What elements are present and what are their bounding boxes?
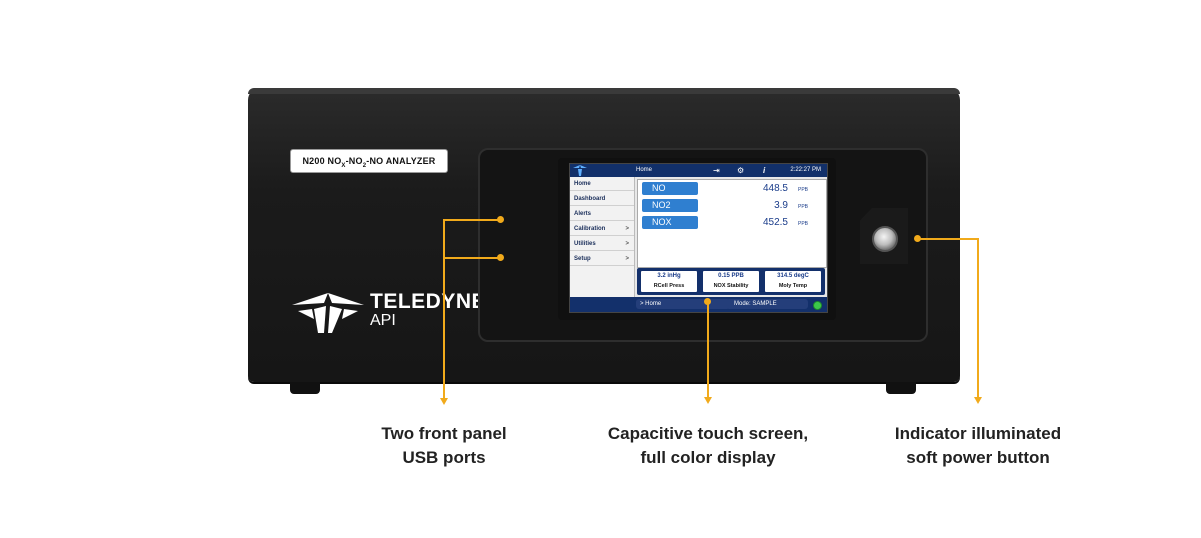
info-icon[interactable]: i bbox=[763, 166, 766, 175]
callout-line bbox=[977, 238, 979, 398]
callout-arrow bbox=[974, 397, 982, 404]
callout-line bbox=[917, 238, 979, 240]
gear-icon[interactable]: ⚙ bbox=[737, 166, 745, 175]
caption-line: Two front panel bbox=[381, 424, 507, 443]
screen-bottom-bar: > Home Mode: SAMPLE bbox=[570, 297, 827, 312]
caption-touch-screen: Capacitive touch screen, full color disp… bbox=[578, 422, 838, 470]
measurement-row-no: NO 448.5 PPB bbox=[642, 182, 822, 195]
teledyne-logo-icon bbox=[292, 293, 364, 333]
menu-item-home[interactable]: Home bbox=[570, 177, 634, 191]
menu-item-setup[interactable]: Setup> bbox=[570, 252, 634, 266]
caption-line: Indicator illuminated bbox=[894, 424, 1062, 443]
chassis-top-edge bbox=[248, 88, 960, 94]
measurement-button-no[interactable]: NO bbox=[642, 182, 698, 195]
callout-line bbox=[443, 257, 500, 259]
brand-sub: API bbox=[370, 312, 396, 329]
callout-line bbox=[443, 219, 445, 399]
callout-line bbox=[443, 219, 500, 221]
measurement-value: 452.5 bbox=[762, 217, 788, 228]
measurement-value: 448.5 bbox=[762, 183, 788, 194]
logout-icon[interactable]: ⇥ bbox=[713, 166, 720, 175]
caption-line: Capacitive touch screen, bbox=[607, 424, 809, 443]
measurement-panel: NO 448.5 PPB NO2 3.9 PPB NOX 452.5 PPB bbox=[637, 179, 827, 268]
callout-dot bbox=[497, 254, 504, 261]
status-led-icon bbox=[813, 301, 822, 310]
chevron-right-icon: > bbox=[625, 256, 629, 262]
caption-line: USB ports bbox=[402, 448, 486, 467]
callout-line bbox=[707, 301, 709, 398]
brand-name: TELEDYNE bbox=[370, 290, 487, 313]
tile-value: 314.5 degC bbox=[777, 273, 809, 279]
tile-value: 3.2 inHg bbox=[657, 273, 681, 279]
dashboard-tiles: 3.2 inHg RCell Press 0.15 PPB NOX Stabil… bbox=[637, 268, 825, 295]
menu-item-calibration[interactable]: Calibration> bbox=[570, 222, 634, 236]
menu-item-utilities[interactable]: Utilities> bbox=[570, 237, 634, 251]
tile-label: RCell Press bbox=[653, 283, 685, 289]
measurement-row-nox: NOX 452.5 PPB bbox=[642, 216, 822, 229]
chevron-right-icon: > bbox=[625, 241, 629, 247]
teledyne-logo-icon bbox=[573, 165, 587, 176]
tile-label: Moly Temp bbox=[778, 283, 808, 289]
callout-dot bbox=[497, 216, 504, 223]
tile-moly-temp[interactable]: 314.5 degC Moly Temp bbox=[765, 271, 821, 292]
measurement-unit: PPB bbox=[797, 221, 808, 227]
measurement-button-no2[interactable]: NO2 bbox=[642, 199, 698, 212]
measurement-row-no2: NO2 3.9 PPB bbox=[642, 199, 822, 212]
caption-usb: Two front panel USB ports bbox=[344, 422, 544, 470]
side-menu: Home Dashboard Alerts Calibration> Utili… bbox=[570, 177, 635, 297]
power-button-icon[interactable] bbox=[872, 226, 898, 252]
measurement-unit: PPB bbox=[797, 187, 808, 193]
caption-line: soft power button bbox=[906, 448, 1050, 467]
caption-line: full color display bbox=[640, 448, 776, 467]
screen-title: Home bbox=[636, 167, 653, 173]
measurement-button-nox[interactable]: NOX bbox=[642, 216, 698, 229]
breadcrumb[interactable]: > Home bbox=[636, 299, 730, 309]
mode-indicator: Mode: SAMPLE bbox=[726, 299, 808, 309]
screen-clock: 2:22:27 PM bbox=[790, 167, 821, 173]
tile-rcell-press[interactable]: 3.2 inHg RCell Press bbox=[641, 271, 697, 292]
screen-top-bar: Home ⇥ ⚙ i 2:22:27 PM bbox=[570, 164, 827, 177]
menu-item-alerts[interactable]: Alerts bbox=[570, 207, 634, 221]
chevron-right-icon: > bbox=[625, 226, 629, 232]
right-foot bbox=[886, 382, 916, 394]
callout-arrow bbox=[440, 398, 448, 405]
left-foot bbox=[290, 382, 320, 394]
menu-item-dashboard[interactable]: Dashboard bbox=[570, 192, 634, 206]
measurement-unit: PPB bbox=[797, 204, 808, 210]
tile-nox-stability[interactable]: 0.15 PPB NOX Stability bbox=[703, 271, 759, 292]
tile-label: NOX Stability bbox=[713, 283, 749, 289]
tile-value: 0.15 PPB bbox=[718, 273, 744, 279]
caption-power: Indicator illuminated soft power button bbox=[858, 422, 1098, 470]
callout-arrow bbox=[704, 397, 712, 404]
touch-screen[interactable]: Home ⇥ ⚙ i 2:22:27 PM Home Dashboard Ale… bbox=[569, 163, 828, 313]
model-label: N200 NOX-NO2-NO ANALYZER bbox=[290, 149, 448, 173]
measurement-value: 3.9 bbox=[774, 200, 788, 211]
